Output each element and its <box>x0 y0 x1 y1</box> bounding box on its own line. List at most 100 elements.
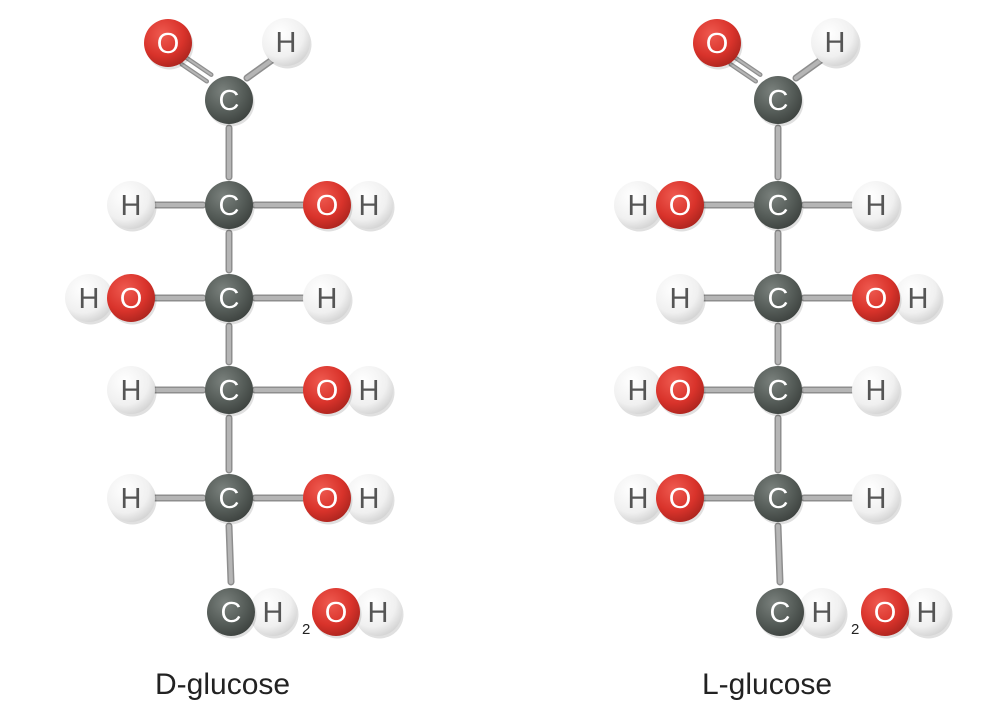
svg-text:H: H <box>812 597 833 629</box>
svg-text:O: O <box>706 28 729 60</box>
svg-text:H: H <box>121 190 142 222</box>
svg-text:C: C <box>219 190 240 222</box>
l-glucose-row3-left-hydroxyl-hydrogen: H <box>614 366 664 417</box>
d-glucose-backbone-bond-terminal <box>225 522 235 586</box>
svg-text:O: O <box>669 375 692 407</box>
l-glucose-aldehyde-hydrogen: H <box>811 18 861 69</box>
svg-text:O: O <box>325 597 348 629</box>
svg-text:O: O <box>316 375 339 407</box>
svg-text:C: C <box>768 85 789 117</box>
svg-text:H: H <box>359 190 380 222</box>
d-glucose-row2-left-hydroxyl-oxygen: O <box>107 274 157 325</box>
d-glucose-aldehyde-oxygen: O <box>144 19 194 70</box>
svg-text:C: C <box>768 375 789 407</box>
l-glucose-backbone-bond-terminal <box>774 522 784 586</box>
d-glucose-aldehyde-hydrogen: H <box>262 18 312 69</box>
svg-text:O: O <box>120 283 143 315</box>
l-glucose-row3-left-hydroxyl-oxygen: O <box>656 366 706 417</box>
l-glucose-carbon-3: C <box>754 274 804 325</box>
d-glucose-subscript-2: 2 <box>302 621 310 638</box>
bond-layer <box>151 55 856 586</box>
svg-text:C: C <box>219 283 240 315</box>
svg-text:C: C <box>768 483 789 515</box>
svg-text:H: H <box>670 283 691 315</box>
l-glucose-ch2-hydrogen: H <box>798 588 848 639</box>
svg-text:C: C <box>768 190 789 222</box>
d-glucose-carbon-5: C <box>205 474 255 525</box>
l-glucose-carbon-6: C <box>756 588 806 639</box>
l-glucose-row1-left-hydroxyl-oxygen: O <box>656 181 706 232</box>
d-glucose-carbon-6: C <box>207 588 257 639</box>
svg-text:O: O <box>157 28 180 60</box>
svg-text:C: C <box>219 85 240 117</box>
d-glucose-aldehyde-h-bond <box>243 56 276 82</box>
svg-text:H: H <box>79 283 100 315</box>
svg-text:O: O <box>669 190 692 222</box>
l-glucose-row2-right-hydroxyl-oxygen: O <box>852 274 902 325</box>
d-glucose-row1-left-hydrogen: H <box>107 181 157 232</box>
svg-text:C: C <box>770 597 791 629</box>
svg-text:H: H <box>368 597 389 629</box>
svg-text:C: C <box>768 283 789 315</box>
l-glucose-carbon-1: C <box>754 76 804 127</box>
svg-text:H: H <box>628 190 649 222</box>
d-glucose-row4-left-hydrogen: H <box>107 474 157 525</box>
l-glucose-aldehyde-h-bond <box>792 56 825 82</box>
svg-text:C: C <box>221 597 242 629</box>
l-glucose-aldehyde-double-bond <box>728 55 763 84</box>
svg-text:O: O <box>316 483 339 515</box>
svg-text:C: C <box>219 375 240 407</box>
l-glucose-aldehyde-oxygen: O <box>693 19 743 70</box>
l-glucose-row1-left-hydroxyl-hydrogen: H <box>614 181 664 232</box>
d-glucose-carbon-4: C <box>205 366 255 417</box>
svg-text:H: H <box>866 190 887 222</box>
d-glucose-label: D-glucose <box>155 668 291 701</box>
l-glucose-terminal-hydroxyl-hydrogen: H <box>903 588 953 639</box>
svg-text:H: H <box>121 483 142 515</box>
svg-text:O: O <box>669 483 692 515</box>
l-glucose-terminal-hydroxyl-oxygen: O <box>861 588 911 639</box>
svg-text:O: O <box>316 190 339 222</box>
d-glucose-row2-left-hydroxyl-hydrogen: H <box>65 274 115 325</box>
l-glucose-row4-left-hydroxyl-hydrogen: H <box>614 474 664 525</box>
svg-text:H: H <box>866 375 887 407</box>
svg-text:O: O <box>874 597 897 629</box>
svg-text:H: H <box>917 597 938 629</box>
d-glucose-row3-right-hydroxyl-oxygen: O <box>303 366 353 417</box>
d-glucose-carbon-3: C <box>205 274 255 325</box>
svg-text:H: H <box>359 483 380 515</box>
svg-text:O: O <box>865 283 888 315</box>
d-glucose-ch2-hydrogen: H <box>249 588 299 639</box>
d-glucose-carbon-1: C <box>205 76 255 127</box>
l-glucose-row4-left-hydroxyl-oxygen: O <box>656 474 706 525</box>
l-glucose-row2-right-hydroxyl-hydrogen: H <box>894 274 944 325</box>
l-glucose-label: L-glucose <box>702 668 833 701</box>
d-glucose-row4-right-hydroxyl-oxygen: O <box>303 474 353 525</box>
svg-text:H: H <box>121 375 142 407</box>
d-glucose-terminal-hydroxyl-hydrogen: H <box>354 588 404 639</box>
d-glucose-row3-left-hydrogen: H <box>107 366 157 417</box>
l-glucose-carbon-4: C <box>754 366 804 417</box>
d-glucose-terminal-hydroxyl-oxygen: O <box>312 588 362 639</box>
l-glucose-row2-left-hydrogen: H <box>656 274 706 325</box>
svg-text:H: H <box>263 597 284 629</box>
d-glucose-row4-right-hydroxyl-hydrogen: H <box>345 474 395 525</box>
l-glucose-carbon-5: C <box>754 474 804 525</box>
svg-text:H: H <box>908 283 929 315</box>
svg-text:H: H <box>359 375 380 407</box>
svg-text:H: H <box>276 27 297 59</box>
svg-text:C: C <box>219 483 240 515</box>
l-glucose-row4-right-hydrogen: H <box>852 474 902 525</box>
svg-text:H: H <box>825 27 846 59</box>
svg-text:H: H <box>628 375 649 407</box>
svg-text:H: H <box>866 483 887 515</box>
svg-text:H: H <box>628 483 649 515</box>
l-glucose-row1-right-hydrogen: H <box>852 181 902 232</box>
d-glucose-aldehyde-double-bond <box>179 55 214 84</box>
d-glucose-row3-right-hydroxyl-hydrogen: H <box>345 366 395 417</box>
l-glucose-carbon-2: C <box>754 181 804 232</box>
svg-text:H: H <box>317 283 338 315</box>
